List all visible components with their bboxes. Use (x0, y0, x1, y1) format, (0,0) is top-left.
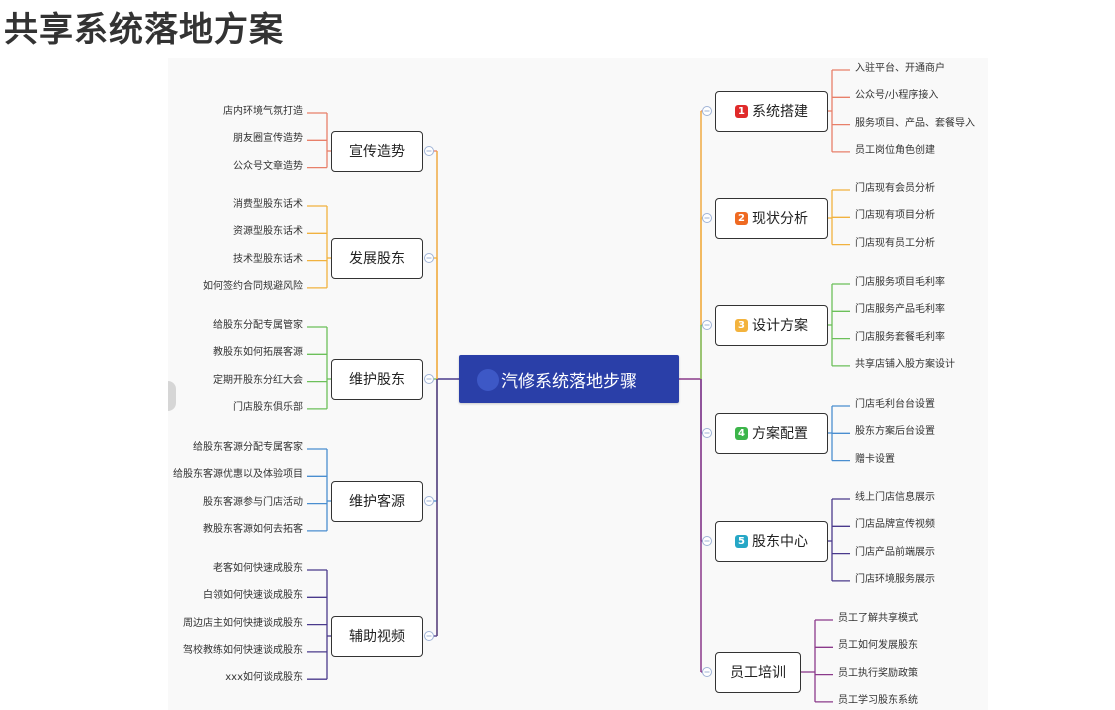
branch-node-3[interactable]: 维护股东 (331, 358, 423, 400)
step-label: 现状分析 (752, 211, 808, 227)
page-title: 共享系统落地方案 (4, 10, 284, 50)
leaf-item[interactable]: 消费型股东话术 (233, 199, 303, 210)
leaf-item[interactable]: 入驻平台、开通商户 (855, 63, 945, 74)
branch-label: 维护股东 (349, 372, 405, 388)
leaf-item[interactable]: 周边店主如何快捷谈成股东 (183, 617, 303, 629)
leaf-item[interactable]: 老客如何快速成股东 (213, 563, 303, 574)
branch-node-4[interactable]: 维护客源 (331, 480, 423, 522)
leaf-item[interactable]: xxx如何谈成股东 (225, 672, 303, 684)
leaf-item[interactable]: 门店品牌宣传视频 (855, 519, 935, 531)
step-node-2[interactable]: 2 现状分析 (715, 197, 828, 239)
step-label: 方案配置 (752, 426, 808, 442)
leaf-item[interactable]: 共享店铺入股方案设计 (855, 358, 955, 370)
root-label: 汽修系统落地步骤 (501, 371, 637, 392)
step-node-3[interactable]: 3 设计方案 (715, 304, 828, 346)
leaf-item[interactable]: 技术型股东话术 (233, 253, 303, 265)
leaf-item[interactable]: 教股东客源如何去拓客 (203, 523, 303, 535)
leaf-item[interactable]: 给股东客源优惠以及体验项目 (173, 469, 303, 481)
root-bubble-icon (477, 369, 499, 391)
branch-label: 发展股东 (349, 251, 405, 267)
leaf-item[interactable]: 股东方案后台设置 (855, 426, 935, 438)
step-number-badge: 1 (735, 104, 748, 118)
leaf-item[interactable]: 赠卡设置 (855, 453, 895, 465)
step-node-4[interactable]: 4 方案配置 (715, 412, 828, 454)
leaf-item[interactable]: 员工执行奖励政策 (838, 667, 918, 679)
root-node[interactable]: 汽修系统落地步骤 (459, 355, 679, 403)
leaf-item[interactable]: 股东客源参与门店活动 (203, 496, 303, 508)
leaf-item[interactable]: 教股东如何拓展客源 (213, 347, 303, 359)
leaf-item[interactable]: 门店现有员工分析 (855, 237, 935, 249)
leaf-item[interactable]: 如何签约合同规避风险 (203, 280, 303, 292)
leaf-item[interactable]: 公众号/小程序接入 (855, 90, 939, 102)
leaf-item[interactable]: 公众号文章造势 (233, 160, 303, 172)
leaf-item[interactable]: 给股东客源分配专属客家 (193, 442, 303, 453)
step-node-6[interactable]: 员工培训 (715, 651, 801, 693)
leaf-item[interactable]: 门店服务套餐毛利率 (855, 331, 945, 343)
leaf-item[interactable]: 给股东分配专属管家 (213, 320, 303, 331)
leaf-item[interactable]: 门店现有会员分析 (855, 183, 935, 194)
step-number-badge: 4 (735, 426, 748, 440)
leaf-item[interactable]: 门店股东俱乐部 (233, 401, 303, 413)
step-number-badge: 5 (735, 534, 748, 548)
leaf-item[interactable]: 员工了解共享模式 (838, 613, 918, 624)
step-number-badge: 2 (735, 211, 748, 225)
leaf-item[interactable]: 员工学习股东系统 (838, 694, 918, 706)
step-label: 系统搭建 (752, 104, 808, 120)
collapse-handle[interactable] (168, 381, 176, 411)
leaf-item[interactable]: 门店产品前端展示 (855, 546, 935, 558)
branch-label: 维护客源 (349, 494, 405, 510)
step-label: 股东中心 (752, 534, 808, 550)
step-label: 设计方案 (752, 318, 808, 334)
branch-label: 宣传造势 (349, 144, 405, 160)
leaf-item[interactable]: 店内环境气氛打造 (223, 106, 303, 117)
branch-label: 辅助视频 (349, 629, 405, 645)
leaf-item[interactable]: 线上门店信息展示 (855, 492, 935, 503)
leaf-item[interactable]: 朋友圈宣传造势 (233, 133, 303, 145)
step-node-5[interactable]: 5 股东中心 (715, 520, 828, 562)
leaf-item[interactable]: 门店毛利台台设置 (855, 399, 935, 410)
leaf-item[interactable]: 门店现有项目分析 (855, 210, 935, 222)
leaf-item[interactable]: 门店服务产品毛利率 (855, 304, 945, 316)
leaf-item[interactable]: 服务项目、产品、套餐导入 (855, 117, 975, 129)
leaf-item[interactable]: 门店环境服务展示 (855, 573, 935, 585)
branch-node-5[interactable]: 辅助视频 (331, 615, 423, 657)
step-node-1[interactable]: 1 系统搭建 (715, 90, 828, 132)
leaf-item[interactable]: 资源型股东话术 (233, 226, 303, 238)
leaf-item[interactable]: 驾校教练如何快速谈成股东 (183, 644, 303, 656)
leaf-item[interactable]: 定期开股东分红大会 (213, 374, 303, 386)
branch-node-1[interactable]: 宣传造势 (331, 130, 423, 172)
step-label: 员工培训 (730, 665, 786, 681)
branch-node-2[interactable]: 发展股东 (331, 237, 423, 279)
leaf-item[interactable]: 员工如何发展股东 (838, 640, 918, 652)
leaf-item[interactable]: 门店服务项目毛利率 (855, 277, 945, 288)
leaf-item[interactable]: 白领如何快速谈成股东 (203, 590, 303, 602)
step-number-badge: 3 (735, 318, 748, 332)
leaf-item[interactable]: 员工岗位角色创建 (855, 144, 935, 156)
